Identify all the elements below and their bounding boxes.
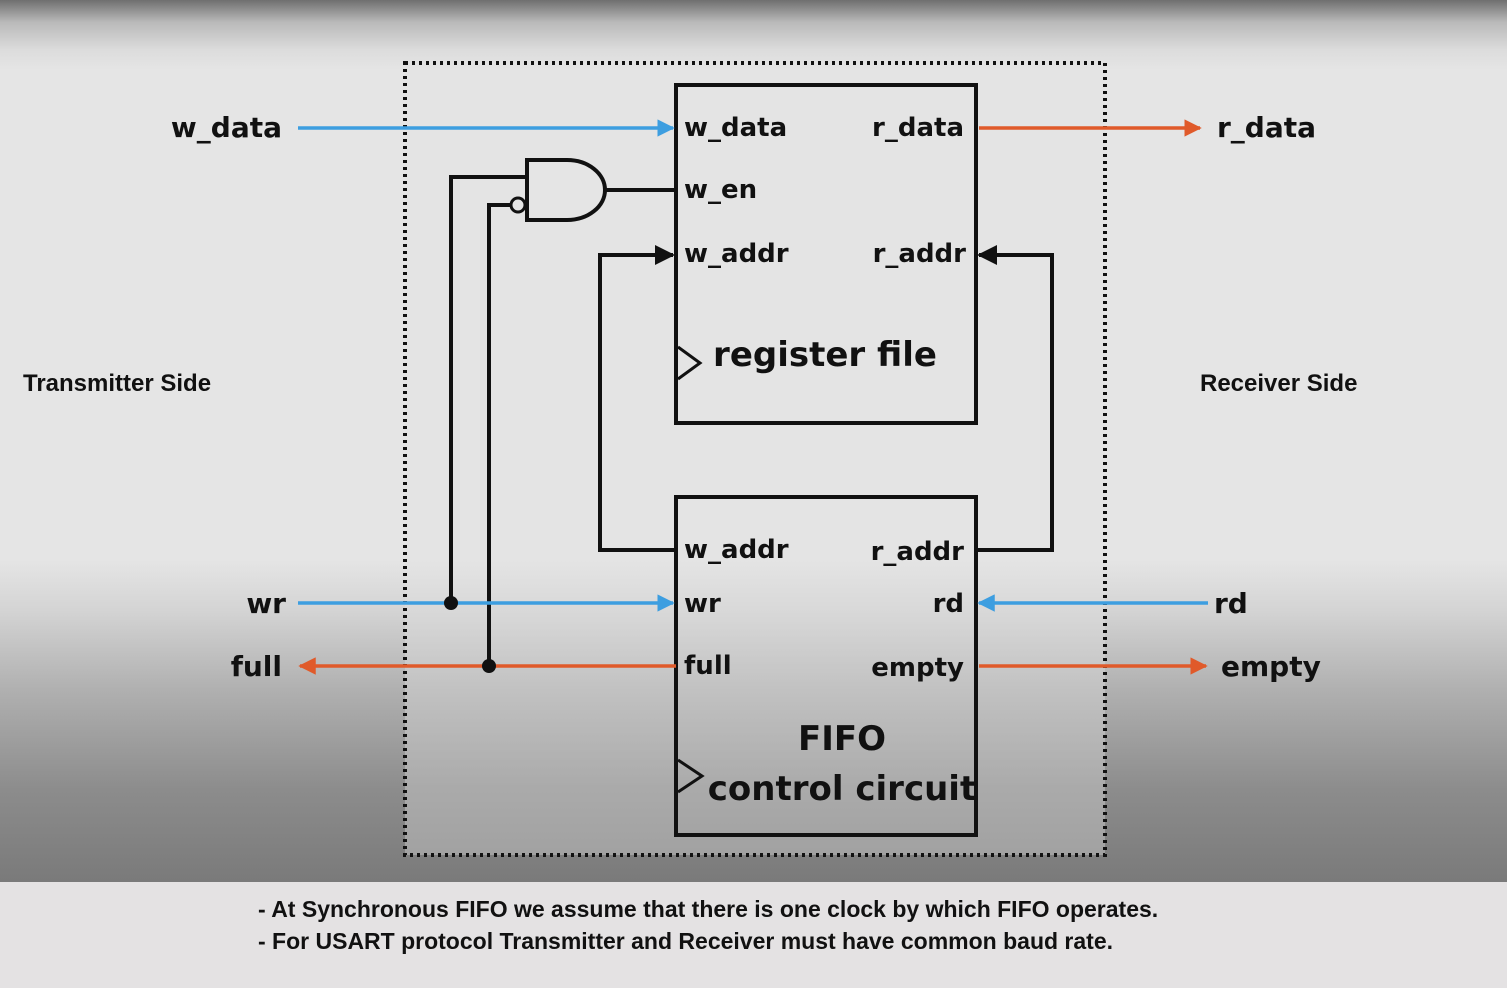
- inverter-bubble: [509, 196, 527, 214]
- r-addr-loop-wire: [976, 245, 1054, 552]
- wr-to-gate-wire: [449, 175, 527, 603]
- control-circuit-clock-symbol: [677, 758, 705, 794]
- control-circuit-title-line2: control circuit: [708, 769, 976, 809]
- wr-junction: [444, 596, 458, 610]
- rf-port-r-data: r_data: [872, 113, 964, 143]
- note-line-2: - For USART protocol Transmitter and Rec…: [258, 928, 1114, 954]
- cc-port-wr: wr: [684, 589, 721, 619]
- cc-port-rd: rd: [933, 589, 964, 619]
- rf-port-r-addr: r_addr: [873, 239, 967, 269]
- cc-port-empty: empty: [871, 653, 964, 683]
- register-file-block: [674, 83, 978, 425]
- rf-port-w-addr: w_addr: [684, 239, 789, 269]
- transmitter-side-label: Transmitter Side: [23, 370, 212, 397]
- full-junction: [482, 659, 496, 673]
- register-file-clock-symbol: [677, 345, 703, 381]
- cc-port-full: full: [684, 651, 732, 681]
- empty-label: empty: [1221, 650, 1321, 683]
- w-addr-loop-wire: [598, 245, 676, 552]
- caption-panel: - At Synchronous FIFO we assume that the…: [0, 882, 1507, 988]
- w-data-label: w_data: [171, 111, 282, 144]
- cc-port-r-addr: r_addr: [871, 537, 965, 567]
- r-data-label: r_data: [1217, 111, 1316, 144]
- and-gate: [525, 158, 607, 222]
- fifo-boundary: [403, 61, 1107, 857]
- full-to-gate-wire: [487, 203, 511, 666]
- full-label: full: [231, 650, 282, 683]
- rf-port-w-data: w_data: [684, 113, 787, 143]
- receiver-side-label: Receiver Side: [1200, 370, 1358, 397]
- register-file-title: register file: [713, 335, 937, 375]
- rf-port-w-en: w_en: [684, 175, 757, 205]
- wr-label: wr: [246, 587, 286, 620]
- control-circuit-title-line1: FIFO: [798, 719, 886, 759]
- cc-port-w-addr: w_addr: [684, 535, 789, 565]
- fifo-block-diagram: w_data r_data wr full rd empty w_data w_…: [171, 61, 1321, 857]
- note-line-1: - At Synchronous FIFO we assume that the…: [258, 896, 1159, 922]
- diagram-area: w_data r_data wr full rd empty w_data w_…: [0, 0, 1507, 882]
- rd-label: rd: [1214, 587, 1248, 620]
